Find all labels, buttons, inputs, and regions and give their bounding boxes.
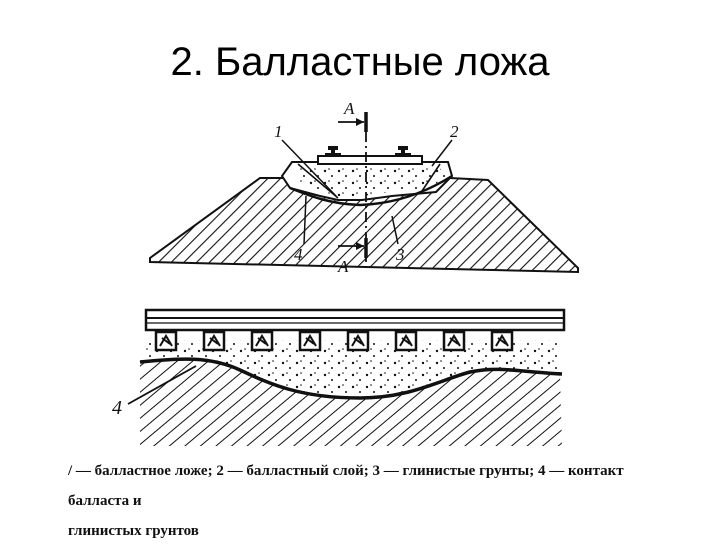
- label-1: 1: [274, 122, 283, 141]
- caption-line-2: глинистых грунтов: [68, 523, 199, 539]
- label-3: 3: [395, 245, 405, 264]
- clay-ground: [140, 359, 562, 446]
- longitudinal-section: 4: [112, 308, 566, 446]
- sleeper-block: [346, 330, 370, 352]
- label-2: 2: [450, 122, 459, 141]
- sleeper-block: [490, 330, 514, 352]
- sleeper-block: [154, 330, 178, 352]
- sleeper-block: [442, 330, 466, 352]
- sleeper-block: [202, 330, 226, 352]
- embankment-section: А А 1 2 3 4: [149, 99, 579, 276]
- figure-caption: / — балластное ложе; 2 — балластный слой…: [68, 456, 648, 546]
- slide-title: 2. Балластные ложа: [170, 40, 550, 84]
- sleeper-block: [250, 330, 274, 352]
- rail-right: [395, 146, 411, 156]
- contact-line-top: [289, 174, 453, 207]
- label-4-top: 4: [294, 245, 303, 264]
- sleeper-block: [298, 330, 322, 352]
- sleeper: [317, 155, 423, 165]
- caption-line-1: / — балластное ложе; 2 — балластный слой…: [68, 463, 624, 509]
- sleeper-block: [394, 330, 418, 352]
- label-4-bottom: 4: [112, 397, 122, 419]
- section-label-top: А: [343, 99, 355, 118]
- contact-line-bottom: [139, 357, 563, 400]
- sleepers: [154, 330, 514, 352]
- section-label-bottom: А: [337, 257, 349, 276]
- rail-left: [325, 146, 341, 156]
- rail-beam: [144, 308, 566, 332]
- embankment-body: [149, 177, 579, 274]
